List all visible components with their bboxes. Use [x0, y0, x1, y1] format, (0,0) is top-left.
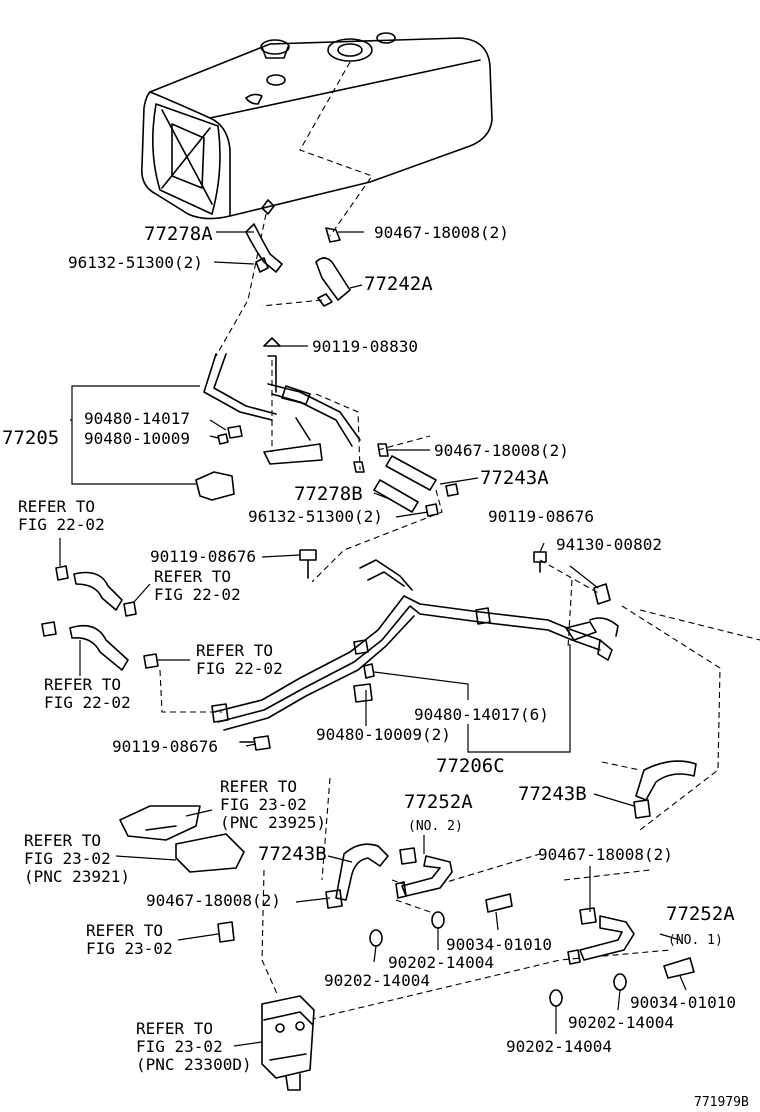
hose-77243B-right [633, 760, 697, 819]
label-90202-14004-d: 90202-14004 [506, 1037, 612, 1056]
label-77242A: 77242A [364, 273, 433, 295]
label-77243B-b: 77243B [258, 843, 327, 865]
label-90119-08676-b: 90119-08676 [150, 547, 256, 566]
hoses-refer-22-02 [41, 565, 159, 671]
label-refer-6a: REFER TO [24, 831, 101, 850]
label-90467-18008-c: 90467-18008(2) [146, 891, 281, 910]
label-refer-6c: (PNC 23921) [24, 867, 130, 886]
label-90119-08676-a: 90119-08676 [488, 507, 594, 526]
label-90467-18008-d: 90467-18008(2) [538, 845, 673, 864]
label-refer-5a: REFER TO [220, 777, 297, 796]
label-refer-5c: (PNC 23925) [220, 813, 326, 832]
hose-77278B [353, 461, 439, 517]
guide-lines-upper [215, 61, 760, 831]
bolts-misc [239, 549, 611, 751]
hose-77243B-left [325, 843, 389, 909]
label-no1: (NO. 1) [668, 933, 723, 948]
label-refer-6b: FIG 23-02 [24, 849, 111, 868]
label-90467-18008-a: 90467-18008(2) [374, 223, 509, 242]
label-refer-4a: REFER TO [44, 675, 121, 694]
label-77206C: 77206C [436, 755, 505, 777]
fuel-line-77205 [195, 337, 361, 501]
label-refer-4b: FIG 22-02 [44, 693, 131, 712]
label-refer-8a: REFER TO [136, 1019, 213, 1038]
label-96132-51300-b: 96132-51300(2) [248, 507, 383, 526]
label-refer-1a: REFER TO [18, 497, 95, 516]
label-refer-8c: (PNC 23300D) [136, 1055, 252, 1074]
label-90480-10009: 90480-10009 [84, 429, 190, 448]
label-90034-01010-a: 90034-01010 [446, 935, 552, 954]
brackets-fig-23-02 [119, 805, 245, 943]
label-refer-2b: FIG 22-02 [154, 585, 241, 604]
hose-77252A-no2 [395, 847, 453, 899]
fuel-filter [261, 995, 315, 1091]
label-90034-01010-b: 90034-01010 [630, 993, 736, 1012]
label-90480-14017-6: 90480-14017(6) [414, 705, 549, 724]
label-refer-2a: REFER TO [154, 567, 231, 586]
guide-lines-lower [159, 669, 671, 1023]
hose-77243A [377, 443, 459, 497]
label-94130-00802: 94130-00802 [556, 535, 662, 554]
label-77252A-b: 77252A [666, 903, 735, 925]
fuel-line-77206C [211, 559, 619, 731]
label-77252A-a: 77252A [404, 791, 473, 813]
label-77278B: 77278B [294, 483, 363, 505]
label-90119-08830: 90119-08830 [312, 337, 418, 356]
label-90119-08676-c: 90119-08676 [112, 737, 218, 756]
label-refer-8b: FIG 23-02 [136, 1037, 223, 1056]
hose-77252A-no1 [567, 907, 635, 965]
label-90467-18008-b: 90467-18008(2) [434, 441, 569, 460]
label-no2: (NO. 2) [408, 819, 463, 834]
label-refer-3a: REFER TO [196, 641, 273, 660]
label-90480-10009-2: 90480-10009(2) [316, 725, 451, 744]
hose-77242A [315, 227, 351, 307]
label-90202-14004-b: 90202-14004 [324, 971, 430, 990]
label-refer-1b: FIG 22-02 [18, 515, 105, 534]
diagram-id: 771979B [694, 1095, 749, 1110]
hose-77278A [245, 223, 283, 273]
label-refer-7b: FIG 23-02 [86, 939, 173, 958]
label-77278A: 77278A [144, 223, 213, 245]
label-refer-7a: REFER TO [86, 921, 163, 940]
labels: 77278A 96132-51300(2) 90467-18008(2) 772… [2, 223, 749, 1110]
label-90480-14017: 90480-14017 [84, 409, 190, 428]
fuel-tank [140, 32, 493, 220]
label-77243B-a: 77243B [518, 783, 587, 805]
label-77243A: 77243A [480, 467, 549, 489]
label-90202-14004-c: 90202-14004 [568, 1013, 674, 1032]
label-96132-51300-a: 96132-51300(2) [68, 253, 203, 272]
label-77205: 77205 [2, 427, 59, 449]
leader-lines [59, 231, 687, 1047]
label-refer-3b: FIG 22-02 [196, 659, 283, 678]
label-refer-5b: FIG 23-02 [220, 795, 307, 814]
label-90202-14004-a: 90202-14004 [388, 953, 494, 972]
